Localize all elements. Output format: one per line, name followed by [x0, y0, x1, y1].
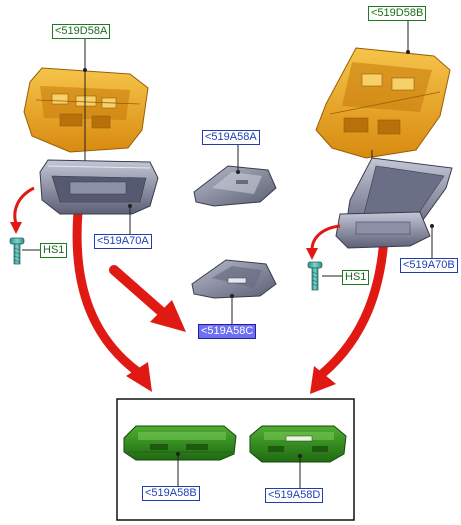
leader-dot-519A58B — [176, 452, 180, 456]
callout-519A70B[interactable]: <519A70B — [400, 258, 458, 273]
callout-519D58B[interactable]: <519D58B — [368, 6, 427, 21]
leader-dot-519A58A — [236, 170, 240, 174]
arrow-left-to-inset — [72, 207, 152, 392]
callout-519D58A[interactable]: <519D58A — [52, 24, 111, 39]
leader-dot-519A58C — [230, 294, 234, 298]
leader-dot-519D58A — [83, 68, 87, 72]
top-right-bracket-assembly — [315, 47, 451, 159]
callout-519A58B[interactable]: <519A58B — [142, 486, 200, 501]
right-lamp-housing — [335, 157, 453, 249]
callout-hs1-right[interactable]: HS1 — [342, 270, 370, 285]
leader-dot-519A70B — [430, 224, 434, 228]
top-left-bracket-assembly — [23, 67, 149, 153]
arrow-diagonal-to-center — [109, 265, 186, 332]
left-lamp-housing — [39, 159, 159, 215]
callout-519A58C[interactable]: <519A58C — [198, 324, 257, 339]
arrow-left-screw — [10, 186, 35, 234]
center-upper-lens — [193, 165, 277, 207]
inset-right-lamp-unit — [249, 425, 347, 463]
callout-519A70A[interactable]: <519A70A — [94, 234, 152, 249]
leader-dot-519D58B — [406, 50, 410, 54]
callout-519A58A[interactable]: <519A58A — [202, 130, 260, 145]
leader-dot-519A58D — [298, 454, 302, 458]
arrow-right-screw — [306, 224, 341, 260]
inset-left-lamp-unit — [123, 425, 237, 461]
callout-hs1-left[interactable]: HS1 — [40, 243, 68, 258]
center-lower-lens — [191, 259, 277, 299]
right-screw-fastener — [307, 261, 323, 291]
leader-dot-519A70A — [128, 204, 132, 208]
callout-519A58D[interactable]: <519A58D — [265, 488, 324, 503]
left-screw-fastener — [9, 237, 25, 265]
